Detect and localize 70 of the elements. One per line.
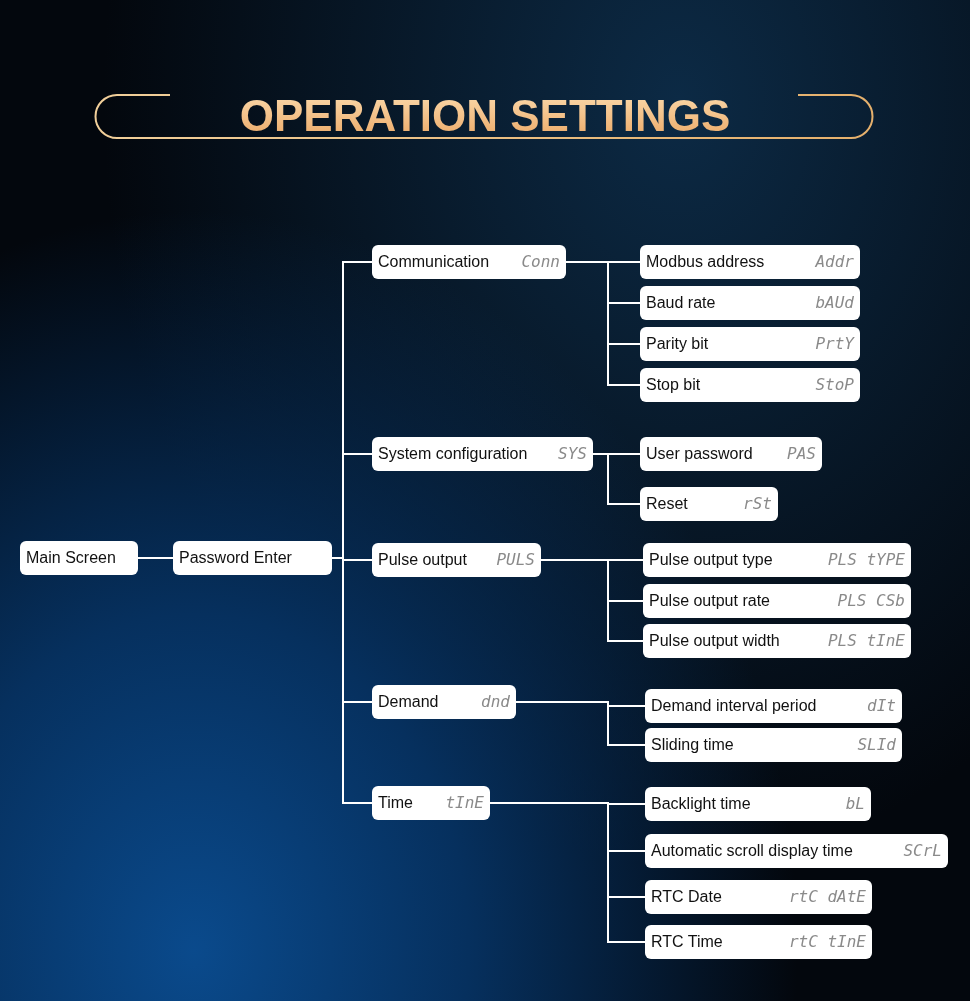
menu-item-box [645, 689, 902, 723]
menu-item-box [643, 543, 911, 577]
display-code: rtC dAtE [788, 886, 866, 908]
display-code: Conn [521, 251, 560, 273]
menu-item-box [643, 624, 911, 658]
display-code: PLS tInE [827, 630, 905, 652]
menu-item-box [640, 245, 860, 279]
menu-item-label: Pulse output rate [649, 591, 770, 611]
display-code: tInE [445, 792, 484, 814]
display-code: SYS [558, 443, 587, 465]
display-code: SLId [857, 734, 896, 756]
menu-item-label: RTC Date [651, 887, 722, 907]
menu-item-box [372, 245, 566, 279]
display-code: PrtY [815, 333, 854, 355]
menu-item-box [640, 487, 778, 521]
menu-item-label: Main Screen [26, 548, 116, 568]
menu-item-label: Demand [378, 692, 439, 712]
display-code: PULS [496, 549, 535, 571]
display-code: rSt [743, 493, 772, 515]
menu-item-box [372, 543, 541, 577]
menu-item-box [645, 787, 871, 821]
menu-item-box [372, 437, 593, 471]
display-code: StoP [815, 374, 854, 396]
menu-item-box [173, 541, 332, 575]
menu-item-label: Sliding time [651, 735, 734, 755]
display-code: SCrL [903, 840, 942, 862]
menu-item-label: RTC Time [651, 932, 723, 952]
menu-item-label: Password Enter [179, 548, 292, 568]
menu-item-box [640, 368, 860, 402]
menu-item-label: Pulse output width [649, 631, 780, 651]
menu-item-label: Reset [646, 494, 688, 514]
display-code: PLS tYPE [827, 549, 905, 571]
menu-item-box [643, 584, 911, 618]
menu-item-label: Stop bit [646, 375, 701, 395]
connector-line [565, 261, 641, 386]
menu-item-box [20, 541, 138, 575]
menu-item-box [645, 925, 872, 959]
menu-item-label: System configuration [378, 444, 528, 464]
display-code: dnd [481, 691, 510, 713]
display-code: bAUd [815, 292, 854, 314]
menu-item-label: Parity bit [646, 334, 709, 354]
menu-item-label: Demand interval period [651, 696, 817, 716]
display-code: rtC tInE [788, 931, 866, 953]
connector-line [592, 453, 641, 505]
menu-item-label: Backlight time [651, 794, 751, 814]
menu-item-box [640, 286, 860, 320]
menu-item-box [640, 437, 822, 471]
connector-line [489, 802, 646, 943]
menu-item-label: Automatic scroll display time [651, 841, 853, 861]
display-code: dIt [867, 695, 896, 717]
menu-item-box [645, 880, 872, 914]
menu-item-box [640, 327, 860, 361]
menu-item-box [645, 728, 902, 762]
menu-item-label: Pulse output [378, 550, 467, 570]
menu-item-box [372, 685, 516, 719]
menu-item-label: Time [378, 793, 413, 813]
display-code: PAS [787, 443, 816, 465]
display-code: bL [845, 793, 865, 815]
connector-line [137, 557, 174, 559]
display-code: Addr [815, 251, 854, 273]
menu-item-label: User password [646, 444, 753, 464]
menu-item-label: Pulse output type [649, 550, 773, 570]
display-code: PLS CSb [837, 590, 905, 612]
menu-item-label: Communication [378, 252, 490, 272]
connector-line [540, 559, 644, 642]
menu-item-label: Modbus address [646, 252, 765, 272]
menu-item-box [645, 834, 948, 868]
menu-item-label: Baud rate [646, 293, 716, 313]
menu-item-box [372, 786, 490, 820]
connector-line [515, 701, 646, 746]
